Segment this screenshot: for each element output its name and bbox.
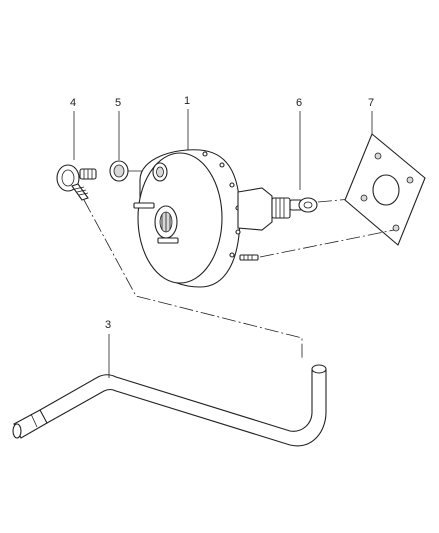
booster-front-face <box>137 152 223 284</box>
rim-rivet <box>229 182 235 188</box>
rim-rivet <box>219 162 225 168</box>
grommet-inner <box>113 164 125 178</box>
callout-1: 1 <box>184 95 190 107</box>
clevis-alignment-line <box>317 197 363 203</box>
vacuum-port-hole <box>156 166 164 178</box>
stud-threads <box>243 255 253 260</box>
callout-6: 6 <box>296 97 302 109</box>
gasket-bolt-hole <box>360 194 368 202</box>
clevis-eye <box>298 197 318 213</box>
clevis-eye-hole <box>303 201 313 209</box>
gasket-center-hole <box>372 174 400 206</box>
part-4-check-valve <box>56 164 97 201</box>
callout-5: 5 <box>115 97 121 109</box>
part-6-clevis <box>289 197 363 213</box>
callout-3: 3 <box>105 319 111 331</box>
check-valve-ribs <box>74 186 89 196</box>
rear-housing <box>237 187 273 231</box>
stud-alignment-line <box>259 229 395 258</box>
boss-ribs <box>161 212 171 232</box>
part-1-brake-booster <box>133 149 291 288</box>
hose-outline-top <box>39 370 313 432</box>
callout-7: 7 <box>368 97 374 109</box>
rim-rivet <box>229 252 235 258</box>
front-stud-upper <box>133 202 155 209</box>
part-7-gasket <box>259 133 426 258</box>
push-rod-boot <box>271 197 291 219</box>
fitting-ring <box>30 413 38 428</box>
front-stud-lower <box>157 237 179 244</box>
stub-threads <box>83 169 93 179</box>
boot-ribs <box>275 198 285 218</box>
leader-lines <box>73 109 373 378</box>
part-3-vacuum-hose <box>12 364 327 447</box>
check-valve-port <box>61 169 75 187</box>
gasket-bolt-hole <box>406 176 414 184</box>
hose-end-lower <box>12 423 22 439</box>
rim-rivet <box>202 151 208 157</box>
gasket-bolt-hole <box>392 224 400 232</box>
hose-outline-bottom <box>46 370 327 447</box>
rear-stud-lower <box>239 254 259 261</box>
hose-connection-line <box>83 199 303 360</box>
part-5-grommet <box>109 160 160 182</box>
rim-rivet <box>235 229 241 235</box>
gasket-bolt-hole <box>374 152 382 160</box>
check-valve-body <box>56 164 80 192</box>
hose-end-upper <box>311 364 327 374</box>
check-valve-elbow <box>71 183 89 201</box>
callout-4: 4 <box>70 97 76 109</box>
